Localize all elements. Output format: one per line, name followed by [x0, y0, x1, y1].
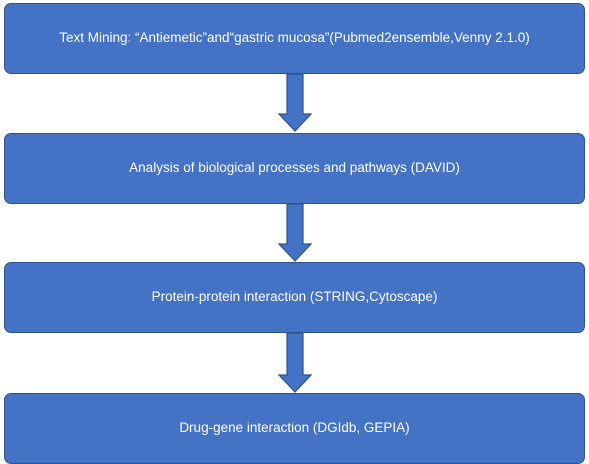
step-label: Text Mining: “Antiemetic”and“gastric muc… [59, 30, 530, 46]
step-label: Drug-gene interaction (DGIdb, GEPIA) [179, 420, 410, 436]
step-drug-gene-interaction: Drug-gene interaction (DGIdb, GEPIA) [4, 393, 585, 464]
step-pathway-analysis: Analysis of biological processes and pat… [4, 133, 585, 204]
down-arrow-icon [278, 333, 312, 393]
step-label: Analysis of biological processes and pat… [129, 160, 460, 176]
down-arrow-icon [278, 204, 312, 262]
step-text-mining: Text Mining: “Antiemetic”and“gastric muc… [4, 3, 585, 74]
step-label: Protein-protein interaction (STRING,Cyto… [151, 289, 438, 305]
down-arrow-icon [278, 74, 312, 132]
step-protein-interaction: Protein-protein interaction (STRING,Cyto… [4, 262, 585, 333]
